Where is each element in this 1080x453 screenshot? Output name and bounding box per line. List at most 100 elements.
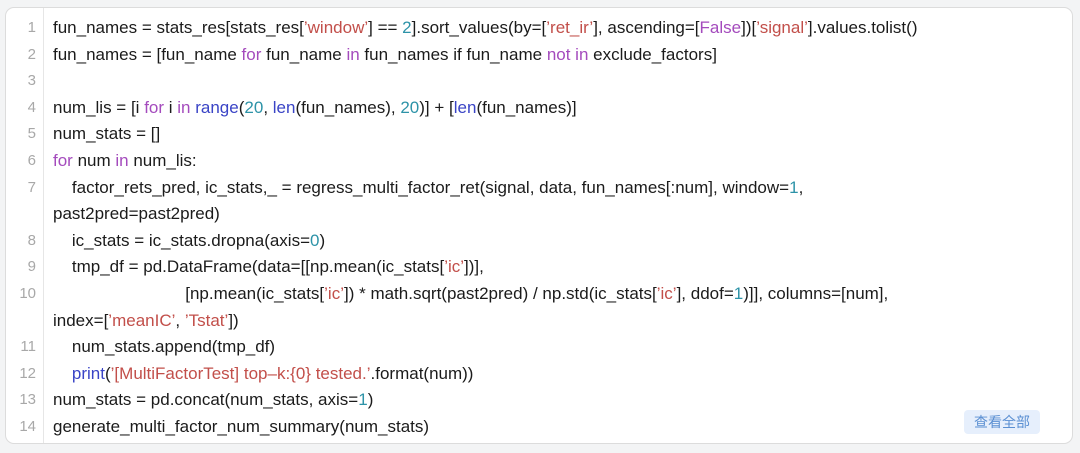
- code-token: 20: [244, 97, 264, 117]
- code-token: (: [238, 97, 245, 117]
- code-token: num_lis = [i: [53, 97, 145, 117]
- code-token: ] ==: [368, 18, 403, 37]
- line-number: [6, 201, 43, 228]
- code-token: ], ascending=[: [593, 18, 700, 37]
- code-token: ])],: [464, 257, 484, 277]
- code-line: generate_multi_factor_num_summary(num_st…: [43, 414, 1072, 441]
- code-token: ’ic’: [656, 283, 677, 303]
- line-number: 1: [27, 19, 36, 36]
- code-rows: 1 fun_names = stats_res[stats_res[’window…: [6, 15, 1072, 441]
- code-token: [53, 364, 72, 383]
- code-line: num_lis = [i for i in range(20, len(fun_…: [43, 95, 1072, 122]
- code-token: fun_names = [fun_name: [53, 44, 242, 64]
- line-number: 14: [19, 417, 36, 435]
- code-token: .format(num)): [370, 363, 474, 383]
- code-row: 10 [np.mean(ic_stats[’ic’]) * math.sqrt(…: [6, 281, 1072, 308]
- code-row: 2 fun_names = [fun_name for fun_name in f…: [6, 42, 1072, 69]
- code-token: num_stats = []: [53, 124, 161, 144]
- line-number: 11: [20, 338, 36, 356]
- code-token: ): [319, 230, 326, 250]
- code-row: 8 ic_stats = ic_stats.dropna(axis=0): [6, 228, 1072, 255]
- code-token: ’[MultiFactorTest] top–k:{0} tested.’: [110, 363, 371, 383]
- code-token: [np.mean(ic_stats[: [53, 283, 325, 303]
- code-token: num_stats = pd.concat(num_stats, axis=: [53, 390, 359, 410]
- code-token: for: [53, 150, 73, 170]
- code-token: ,: [798, 177, 804, 197]
- code-token: num_lis:: [128, 150, 197, 170]
- code-line: for num in num_lis:: [43, 148, 1072, 175]
- line-number: 6: [27, 151, 36, 169]
- code-token: print: [71, 363, 105, 383]
- code-line: num_stats = pd.concat(num_stats, axis=1): [43, 387, 1072, 414]
- code-line: num_stats = []: [43, 121, 1072, 148]
- code-token: ic_stats = ic_stats.dropna(axis=: [53, 230, 311, 250]
- code-token: factor_rets_pred, ic_stats,_ = regress_m…: [53, 177, 790, 197]
- code-line: fun_names = stats_res[stats_res[’window’…: [43, 15, 1072, 42]
- code-row: 9 tmp_df = pd.DataFrame(data=[[np.mean(i…: [6, 254, 1072, 281]
- code-row: 11 num_stats.append(tmp_df): [6, 334, 1072, 361]
- code-token: tmp_df = pd.DataFrame(data=[[np.mean(ic_…: [53, 257, 445, 277]
- code-token: ’ret_ir’: [546, 18, 594, 37]
- code-token: 1: [358, 390, 368, 410]
- code-token: 1: [733, 283, 744, 303]
- code-token: False: [699, 18, 742, 37]
- gutter-separator: [43, 8, 44, 443]
- code-token: fun_names if fun_name: [359, 44, 547, 64]
- code-token: ’ic’: [324, 283, 344, 303]
- code-token: ): [367, 390, 374, 410]
- line-number: 3: [27, 72, 36, 90]
- code-line: [np.mean(ic_stats[’ic’]) * math.sqrt(pas…: [43, 281, 1072, 308]
- code-line: print(’[MultiFactorTest] top–k:{0} teste…: [43, 361, 1072, 388]
- line-number: 7: [27, 178, 36, 196]
- code-token: ]): [228, 310, 239, 330]
- code-row: 1 fun_names = stats_res[stats_res[’window…: [6, 15, 1072, 42]
- code-token: past2pred=past2pred): [53, 204, 220, 224]
- code-token: in: [115, 150, 129, 170]
- code-row: 13 num_stats = pd.concat(num_stats, axis=…: [6, 387, 1072, 414]
- code-token: exclude_factors]: [588, 44, 717, 64]
- code-block-card: 1 fun_names = stats_res[stats_res[’window…: [5, 7, 1073, 444]
- code-token: 0: [310, 230, 320, 250]
- view-all-button[interactable]: 查看全部: [964, 410, 1040, 434]
- code-token: i: [164, 97, 178, 117]
- code-row: past2pred=past2pred): [6, 201, 1072, 228]
- code-token: in: [177, 97, 191, 117]
- code-token: (fun_names),: [295, 97, 401, 117]
- code-token: (: [104, 363, 111, 383]
- code-row: index=[’meanIC’, ’Tstat’]): [6, 308, 1072, 335]
- line-number: 9: [27, 258, 36, 276]
- code-token: for: [241, 44, 262, 64]
- code-token: index=[: [53, 310, 109, 330]
- code-line: fun_names = [fun_name for fun_name in fu…: [43, 42, 1072, 69]
- code-line: past2pred=past2pred): [43, 201, 1072, 228]
- code-token: num: [72, 150, 116, 170]
- code-line: index=[’meanIC’, ’Tstat’]): [43, 308, 1072, 335]
- code-token: ,: [175, 310, 185, 330]
- code-token: ].sort_values(by=[: [411, 18, 547, 37]
- code-token: fun_names = stats_res[stats_res[: [53, 18, 304, 37]
- code-token: ’Tstat’: [184, 310, 229, 330]
- code-token: len: [272, 97, 296, 117]
- code-token: not in: [546, 44, 589, 64]
- line-number: 5: [27, 125, 36, 143]
- code-row: 3: [6, 68, 1072, 95]
- code-line: num_stats.append(tmp_df): [43, 334, 1072, 361]
- line-number: 13: [19, 391, 36, 409]
- code-token: )] + [: [419, 97, 454, 117]
- code-token: num_stats.append(tmp_df): [53, 337, 276, 357]
- code-token: ,: [263, 97, 273, 117]
- line-number: [6, 308, 43, 335]
- code-row: 7 factor_rets_pred, ic_stats,_ = regress…: [6, 175, 1072, 202]
- code-line: ic_stats = ic_stats.dropna(axis=0): [43, 228, 1072, 255]
- line-number: 2: [27, 45, 36, 63]
- code-token: ], ddof=: [676, 283, 734, 303]
- code-token: fun_name: [261, 44, 347, 64]
- code-token: range: [195, 97, 239, 117]
- code-token: ].values.tolist(): [807, 18, 918, 37]
- line-number: 10: [19, 284, 36, 302]
- code-token: ]) * math.sqrt(past2pred) / np.std(ic_st…: [344, 283, 657, 303]
- code-token: ’signal’: [756, 18, 808, 37]
- code-line: [43, 68, 1072, 95]
- code-row: 12 print(’[MultiFactorTest] top–k:{0} te…: [6, 361, 1072, 388]
